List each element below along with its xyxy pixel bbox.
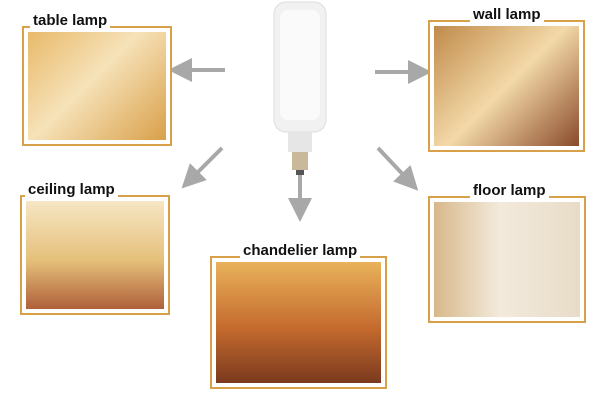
table-lamp-photo-frame	[22, 26, 172, 146]
ceiling-lamp-photo	[26, 201, 164, 309]
chandelier-lamp-photo-frame	[210, 256, 387, 389]
wall-lamp-label: wall lamp	[470, 6, 544, 23]
floor-lamp-photo	[434, 202, 580, 317]
ceiling-lamp-photo-frame	[20, 195, 170, 315]
chandelier-lamp-label: chandelier lamp	[240, 242, 361, 259]
arrow-to-floor-lamp	[376, 146, 419, 191]
arrow-to-ceiling-lamp	[181, 146, 224, 189]
led-bulb-image	[273, 1, 327, 175]
wall-lamp-photo-frame	[428, 20, 585, 152]
chandelier-lamp-photo	[216, 262, 381, 383]
floor-lamp-photo-frame	[428, 196, 586, 323]
table-lamp-photo	[28, 32, 166, 140]
table-lamp-label: table lamp	[30, 12, 111, 29]
ceiling-lamp-label: ceiling lamp	[25, 181, 118, 198]
wall-lamp-photo	[434, 26, 579, 146]
floor-lamp-label: floor lamp	[470, 182, 549, 199]
